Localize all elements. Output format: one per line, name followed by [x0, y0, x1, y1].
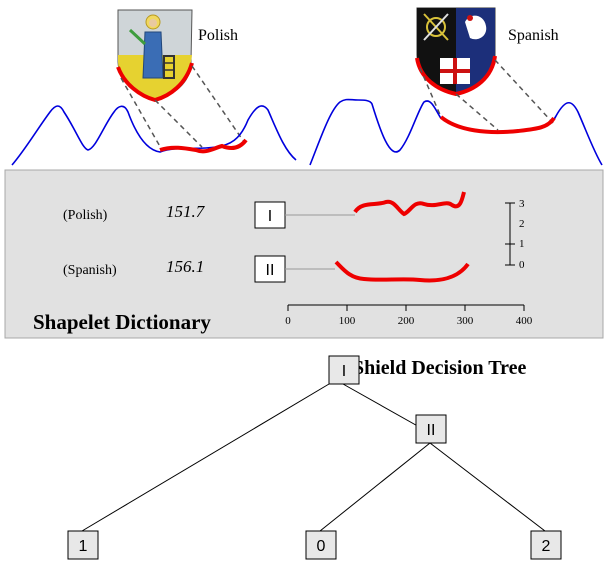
dictionary-row-distance: 151.7	[166, 202, 206, 221]
spanish-series-shapelet	[439, 115, 556, 135]
tree-title: Shield Decision Tree	[353, 357, 526, 379]
tree-node-inner	[415, 414, 447, 444]
tree-node-root-label: I	[342, 363, 346, 380]
tree-leaf	[530, 530, 562, 560]
y-tick-label: 1	[519, 238, 525, 250]
tree-leaf	[67, 530, 99, 560]
dictionary-row-name: (Spanish)	[63, 263, 117, 278]
dictionary-row-distance: 156.1	[166, 257, 204, 276]
dictionary-heading: Shapelet Dictionary	[33, 310, 211, 334]
x-tick-label: 300	[457, 315, 474, 327]
polish-connector-lines	[120, 65, 245, 151]
y-tick-label: 0	[519, 259, 525, 271]
shapelet-dictionary-panel: (Polish) 151.7 I (Spanish) 156.1 II 3 2 …	[4, 169, 604, 339]
x-tick-label: 100	[339, 315, 356, 327]
y-tick-label: 2	[519, 218, 525, 230]
polish-label: Polish	[198, 27, 238, 44]
spanish-shield-image	[416, 7, 496, 95]
tree-edges	[81, 383, 546, 532]
shapelet-id-label: I	[268, 208, 272, 225]
shield-decision-tree: Shield Decision Tree I II 1 0 2	[67, 355, 562, 560]
spanish-time-series	[309, 98, 603, 166]
x-tick-label: 400	[516, 315, 533, 327]
dictionary-x-axis: 0 100 200 300 400	[285, 304, 533, 327]
dictionary-row-name: (Polish)	[63, 208, 108, 223]
tree-leaf-label: 0	[317, 538, 326, 555]
y-tick-label: 3	[519, 198, 525, 210]
polish-time-series	[11, 105, 297, 166]
polish-dictionary-shapelet	[353, 191, 466, 217]
spanish-connector-lines	[419, 59, 554, 131]
polish-series-shapelet	[159, 138, 248, 154]
top-illustration: Polish Spanish	[11, 7, 603, 166]
shapelet-id-box	[254, 255, 286, 283]
spanish-label: Spanish	[508, 27, 559, 44]
tree-leaf-label: 2	[542, 538, 551, 555]
tree-node-root	[328, 355, 360, 385]
x-tick-label: 0	[285, 315, 291, 327]
dictionary-y-axis: 3 2 1 0	[505, 198, 525, 271]
shapelet-id-label: II	[266, 262, 275, 279]
tree-leaf	[305, 530, 337, 560]
x-tick-label: 200	[398, 315, 415, 327]
tree-leaf-label: 1	[79, 538, 88, 555]
tree-node-inner-label: II	[427, 422, 436, 439]
dictionary-panel-background	[4, 169, 604, 339]
spanish-dictionary-shapelet	[334, 260, 470, 283]
